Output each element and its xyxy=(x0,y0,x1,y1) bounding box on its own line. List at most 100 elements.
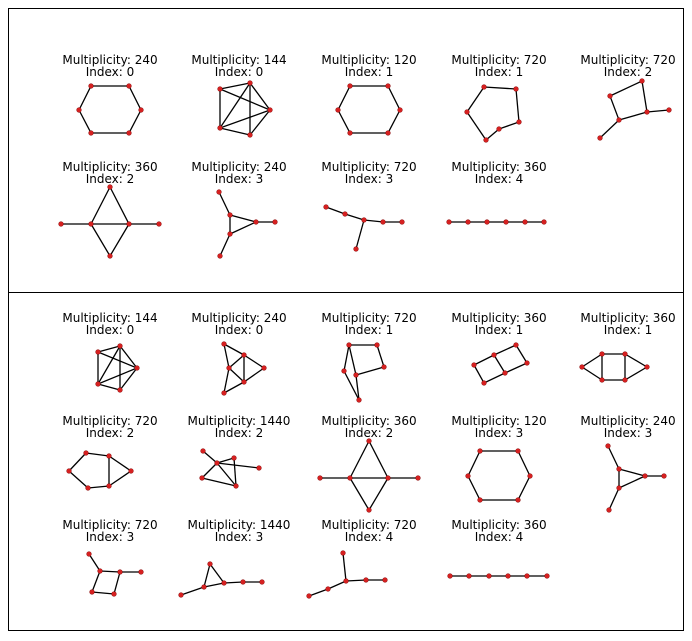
graph-node xyxy=(505,573,511,579)
multiplicity-label: Multiplicity: 720 xyxy=(321,311,417,325)
graph-edge xyxy=(223,381,245,394)
index-label: Index: 2 xyxy=(85,425,135,440)
graph-edge xyxy=(467,475,481,501)
index-label: Index: 1 xyxy=(603,322,653,337)
graph-node xyxy=(544,573,550,579)
graph-node xyxy=(272,219,278,225)
graph-edge xyxy=(128,109,142,134)
graph-node xyxy=(477,497,483,503)
multiplicity-label: Multiplicity: 1440 xyxy=(187,518,291,532)
graph-node xyxy=(221,390,227,396)
graph-edge xyxy=(68,452,87,472)
graph-node xyxy=(178,592,184,598)
graph-node xyxy=(323,204,329,210)
index-label: Index: 4 xyxy=(344,529,394,544)
graph-edge xyxy=(219,127,251,136)
graph-edge xyxy=(337,109,351,134)
graph-drawing xyxy=(465,448,533,503)
graph-edge xyxy=(646,109,670,113)
graph-edge xyxy=(201,462,218,479)
graph-edge xyxy=(216,457,235,464)
graph-node xyxy=(231,455,237,461)
graph-edge xyxy=(483,86,517,90)
multiplicity-label: Multiplicity: 720 xyxy=(62,518,158,532)
multiplicity-label: Multiplicity: 720 xyxy=(451,53,547,67)
graph-node xyxy=(616,117,622,123)
graph-edge xyxy=(345,579,367,582)
graph-edge xyxy=(119,345,138,369)
graph-edge xyxy=(363,219,384,223)
graph-node xyxy=(217,253,223,259)
graph-edge xyxy=(128,85,142,111)
graph-node xyxy=(639,78,645,84)
graph-node xyxy=(247,80,253,86)
index-label: Index: 2 xyxy=(85,171,135,186)
graph-drawing xyxy=(471,342,530,386)
graph-node xyxy=(515,448,521,454)
graph-node xyxy=(356,397,362,403)
graph-node xyxy=(599,377,605,383)
graph-edge xyxy=(108,455,132,472)
graph-edge xyxy=(349,440,370,479)
graph-drawing xyxy=(335,83,403,136)
multiplicity-label: Multiplicity: 1440 xyxy=(187,414,291,428)
graph-edge xyxy=(97,345,121,353)
graph-node xyxy=(340,550,346,556)
graph-edge xyxy=(355,219,365,250)
graph-drawing xyxy=(217,80,273,138)
graph-node xyxy=(241,379,247,385)
graph-node xyxy=(106,453,112,459)
graph-node xyxy=(138,107,144,113)
graph-node xyxy=(247,132,253,138)
multiplicity-label: Multiplicity: 720 xyxy=(580,53,676,67)
graph-edge xyxy=(473,364,485,384)
index-label: Index: 2 xyxy=(344,425,394,440)
graph-drawing xyxy=(306,550,388,599)
graph-edge xyxy=(229,214,257,223)
graph-edge xyxy=(85,452,110,457)
graph-node xyxy=(107,253,113,259)
graph-edge xyxy=(97,351,138,369)
multiplicity-label: Multiplicity: 720 xyxy=(62,414,158,428)
graph-node xyxy=(415,475,421,481)
graph-node xyxy=(397,107,403,113)
graph-node xyxy=(516,119,522,125)
graph-node xyxy=(644,109,650,115)
multiplicity-label: Multiplicity: 360 xyxy=(580,311,676,325)
graph-node xyxy=(126,83,132,89)
graph-node xyxy=(385,475,391,481)
graph-drawing xyxy=(464,84,522,143)
graph-edge xyxy=(97,345,121,385)
graph-edge xyxy=(343,344,350,372)
graph-node xyxy=(66,468,72,474)
graph-edge xyxy=(223,367,230,394)
graph-edge xyxy=(78,85,92,111)
graph-edge xyxy=(97,383,121,391)
graph-edge xyxy=(517,450,531,477)
graph-edge xyxy=(203,582,225,588)
graph-node xyxy=(95,349,101,355)
graph-edge xyxy=(355,366,385,376)
graph-node xyxy=(446,219,452,225)
graph-edge xyxy=(308,588,329,597)
graph-node xyxy=(117,387,123,393)
graph-edge xyxy=(624,353,648,368)
graph-edge xyxy=(109,186,130,225)
graph-edge xyxy=(113,571,121,595)
graph-edge xyxy=(337,85,351,111)
graph-node xyxy=(644,364,650,370)
graph-edge xyxy=(229,221,257,235)
graph-node xyxy=(128,468,134,474)
